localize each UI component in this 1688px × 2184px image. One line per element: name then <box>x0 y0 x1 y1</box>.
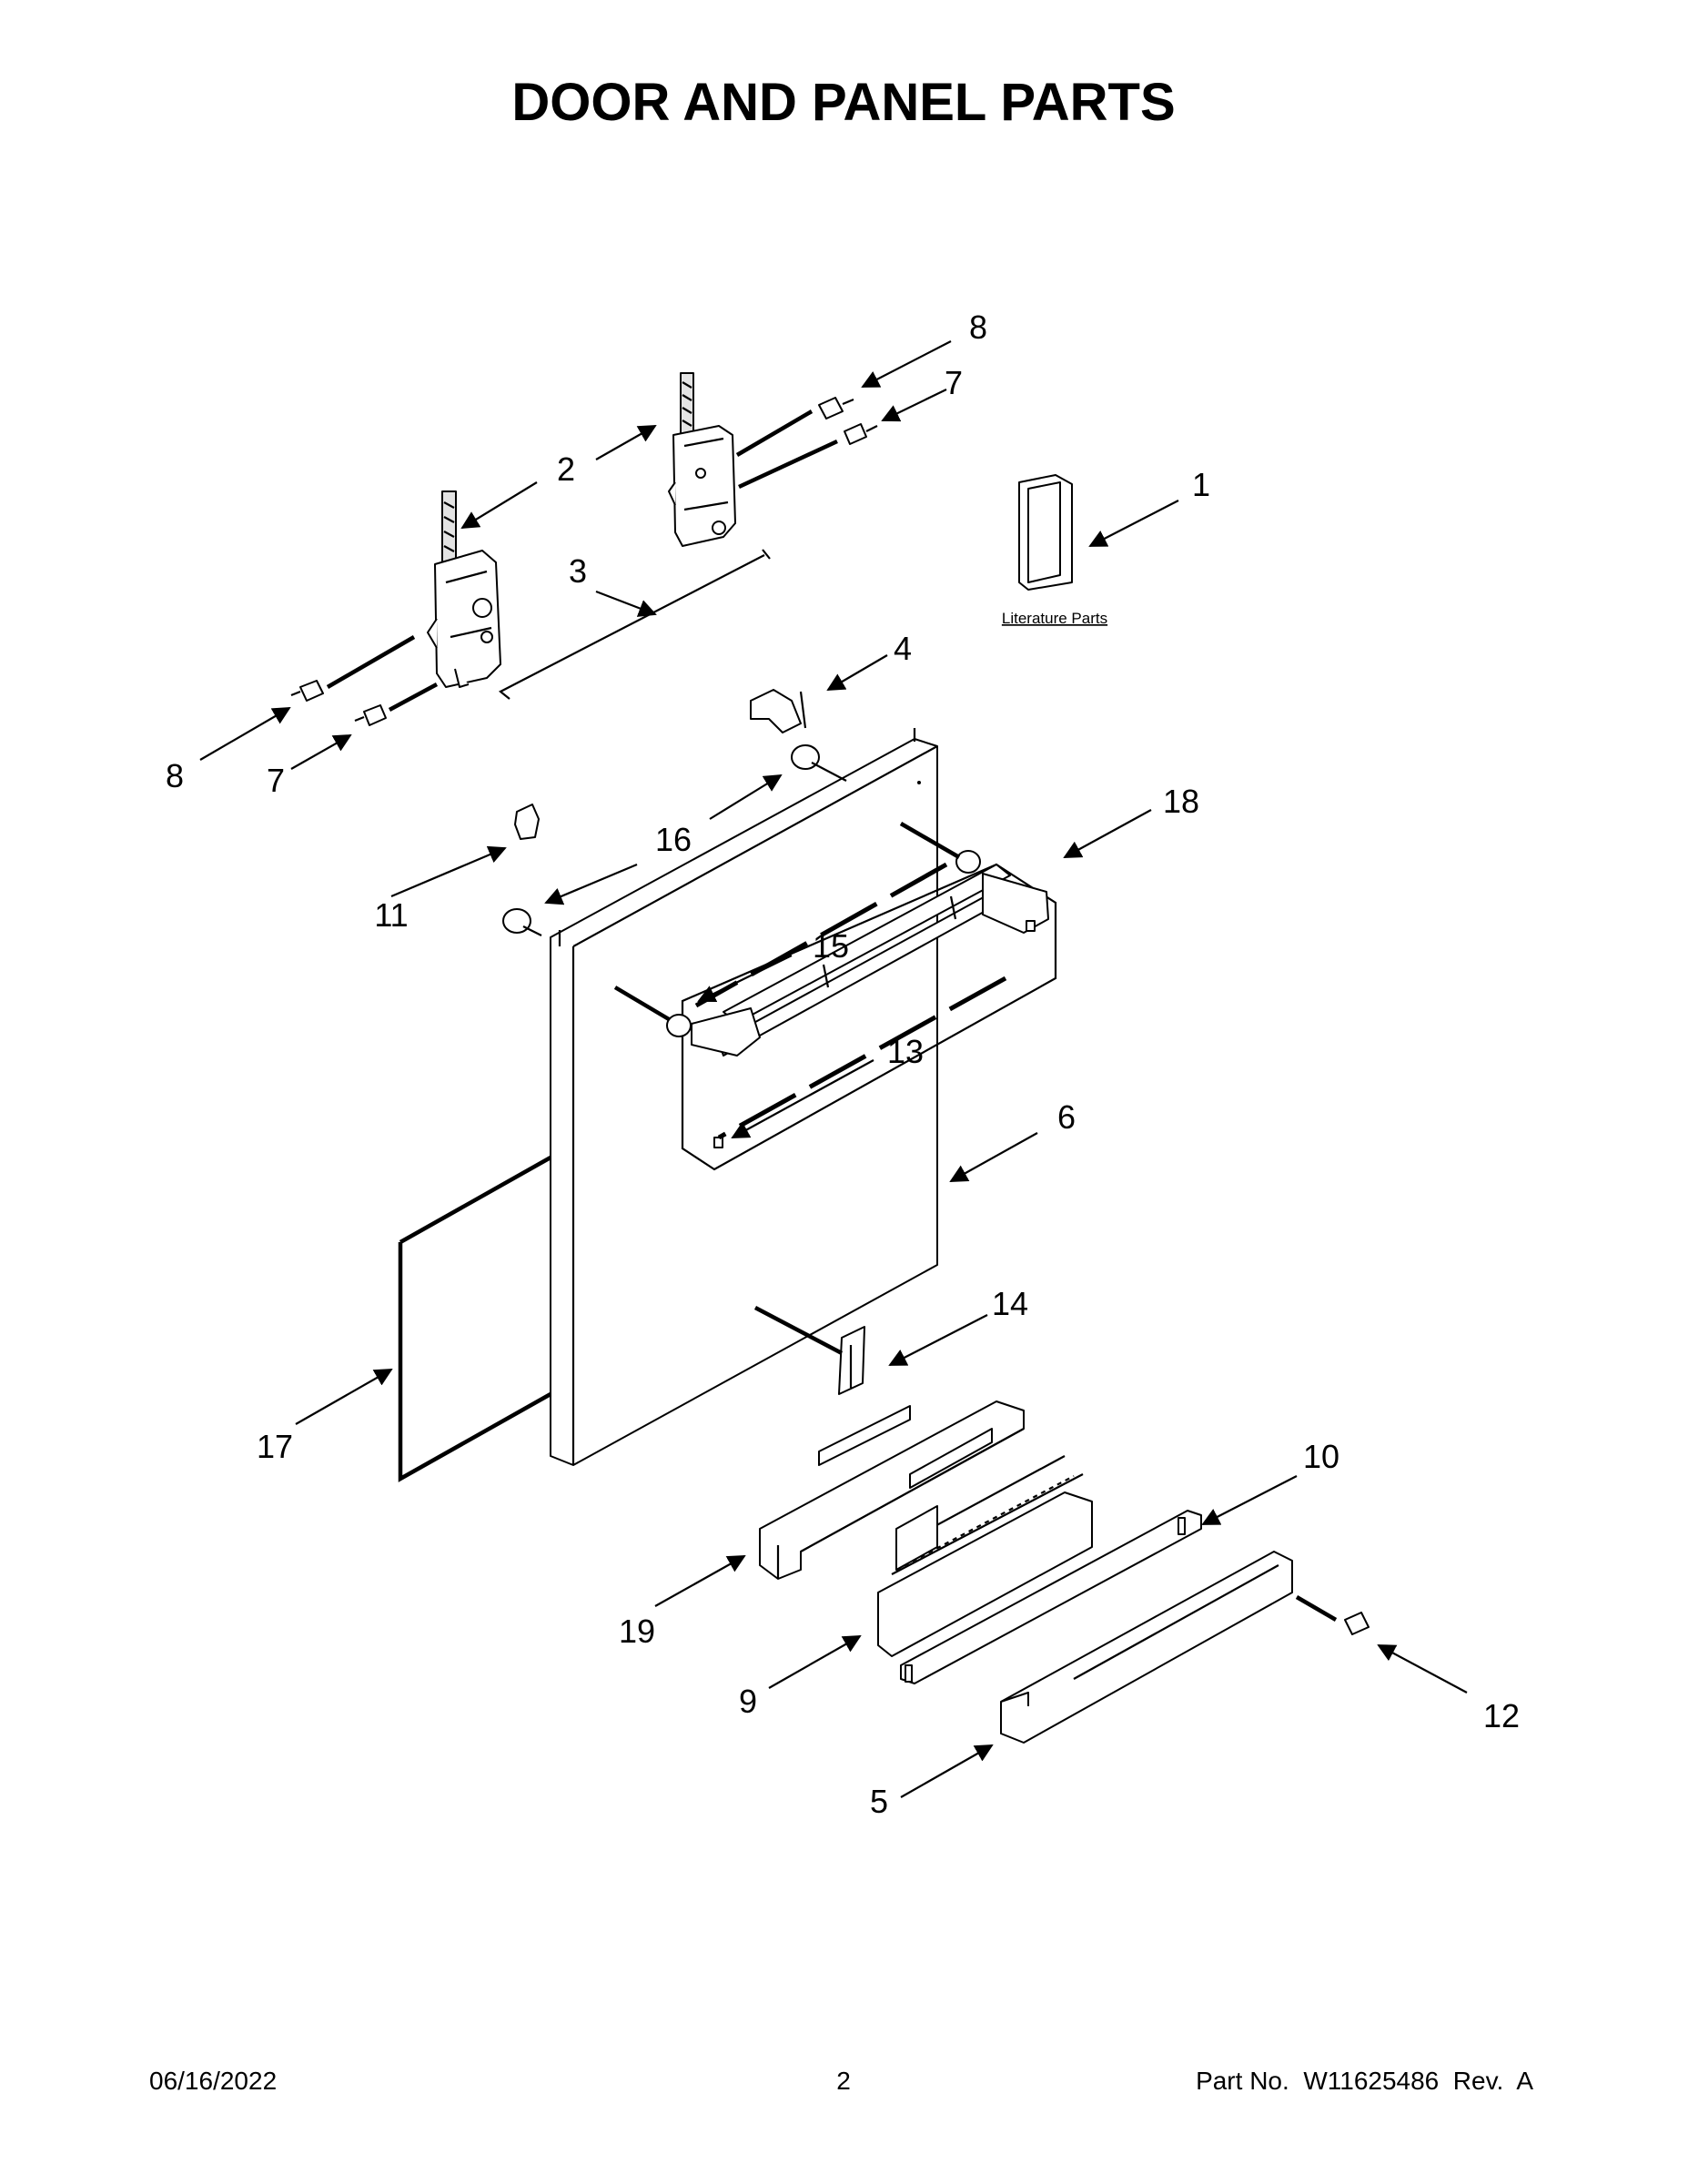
screw-12 <box>1295 1595 1370 1635</box>
hinge-cable <box>498 554 765 700</box>
handle-assembly-box <box>681 863 1057 1171</box>
callout-14: 14 <box>992 1285 1028 1322</box>
upper-hinge-right <box>668 372 736 547</box>
callout-17: 17 <box>257 1428 293 1465</box>
leader-arrows <box>199 340 1468 1798</box>
callout-2: 2 <box>557 450 575 488</box>
callout-8-upper: 8 <box>969 308 987 346</box>
callout-7-upper: 7 <box>945 364 963 401</box>
door-gasket <box>398 1156 552 1482</box>
toe-panel-9 <box>877 1455 1093 1657</box>
page-title: DOOR AND PANEL PARTS <box>511 73 1175 132</box>
callout-12: 12 <box>1483 1697 1520 1734</box>
toe-panel-19 <box>759 1400 1025 1580</box>
bracket-14 <box>753 1306 865 1395</box>
footer-date: 06/16/2022 <box>149 2067 277 2095</box>
footer-part-number: Part No. W11625486 Rev. A <box>1196 2067 1533 2095</box>
hinge-bracket-11 <box>514 804 540 840</box>
door-handle <box>691 864 1049 1148</box>
callout-16: 16 <box>655 821 692 858</box>
callout-labels: 1 2 3 4 5 6 7 7 8 8 9 10 11 12 13 14 15 … <box>166 308 1520 1820</box>
callout-1: 1 <box>1192 466 1210 503</box>
literature-parts-label: Literature Parts <box>1002 610 1107 627</box>
literature-parts-booklet <box>1018 474 1073 591</box>
callout-6: 6 <box>1057 1098 1076 1136</box>
footer-page-number: 2 <box>836 2067 851 2095</box>
callout-3: 3 <box>569 552 587 590</box>
callout-18: 18 <box>1163 783 1199 820</box>
callout-11: 11 <box>374 896 408 934</box>
screws-lower <box>290 635 439 726</box>
callout-9: 9 <box>739 1683 757 1720</box>
kick-plate-5 <box>1000 1551 1293 1744</box>
callout-10: 10 <box>1303 1438 1339 1475</box>
callout-7-lower: 7 <box>267 762 285 799</box>
door-panel <box>550 728 938 1466</box>
kick-plate-10 <box>900 1510 1202 1684</box>
hinge-bracket-4 <box>750 689 807 733</box>
callout-15: 15 <box>813 927 849 965</box>
callout-8-lower: 8 <box>166 757 184 794</box>
callout-5: 5 <box>870 1783 888 1820</box>
callout-19: 19 <box>619 1613 655 1650</box>
handle-end-caps <box>613 822 981 1037</box>
callout-13: 13 <box>887 1033 924 1070</box>
hinge-bumpers <box>502 744 847 936</box>
callout-4: 4 <box>894 630 912 667</box>
lower-hinge-left <box>427 490 501 688</box>
screws-upper <box>735 397 878 490</box>
